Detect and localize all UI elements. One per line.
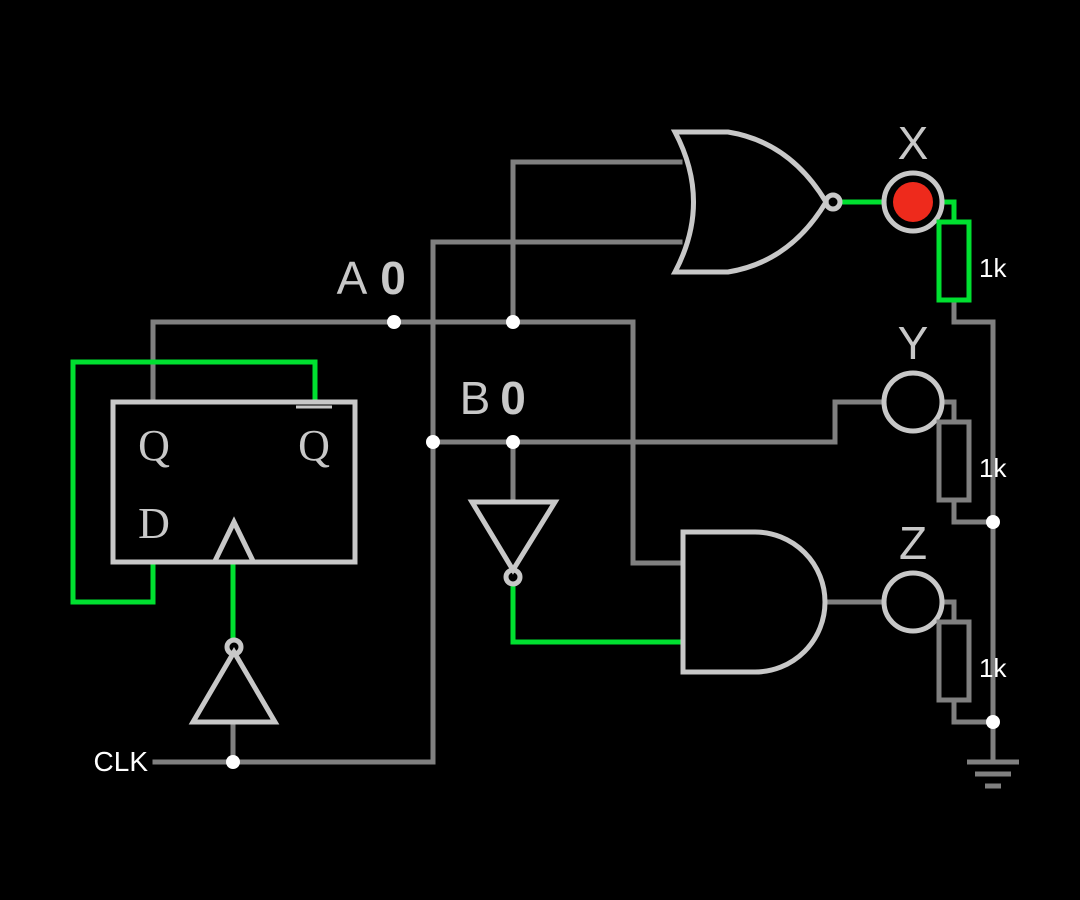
flipflop-body — [110, 399, 358, 565]
probe-b-name: B — [460, 372, 491, 424]
node-rail-r3 — [986, 715, 1000, 729]
and-gate[interactable] — [680, 529, 828, 675]
node-clk-not — [226, 755, 240, 769]
z-to-r3-wire — [939, 599, 957, 623]
nor-body — [670, 129, 829, 275]
led-y-label: Y — [898, 317, 929, 369]
clk-not-triangle — [188, 647, 280, 725]
low-wires — [150, 159, 996, 765]
nor-gate[interactable] — [670, 129, 843, 275]
probe-b[interactable]: B 0 — [460, 372, 526, 424]
resistor-r1-body — [936, 219, 972, 303]
y-to-r2-wire — [939, 399, 957, 423]
b-not-triangle — [467, 499, 560, 575]
node-clk-b — [426, 435, 440, 449]
resistor-r2-label: 1k — [979, 453, 1007, 483]
ground-symbol — [967, 759, 1019, 789]
led-x-light — [893, 182, 933, 222]
clk-not-gate[interactable] — [188, 637, 280, 725]
resistor-r1[interactable]: 1k — [936, 219, 1007, 303]
clock-edge-triangle — [212, 516, 256, 563]
resistor-r1-label: 1k — [979, 253, 1007, 283]
x-to-r1-wire — [939, 199, 957, 223]
high-wires — [70, 199, 957, 645]
clk-wire — [152, 239, 683, 765]
resistor-r2[interactable]: 1k — [936, 419, 1007, 503]
flipflop-q-label: Q — [138, 421, 170, 470]
resistor-r3[interactable]: 1k — [936, 619, 1007, 703]
resistor-r2-body — [936, 419, 972, 503]
led-x-ring — [881, 170, 945, 234]
led-z-ring — [881, 570, 945, 634]
q-output-wire — [150, 319, 685, 566]
led-x-label: X — [898, 117, 929, 169]
b-not-gate[interactable] — [467, 499, 560, 587]
led-z[interactable]: Z — [881, 517, 945, 634]
node-a-probe — [387, 315, 401, 329]
r3-lower-wire — [951, 699, 996, 725]
clk-input-label[interactable]: CLK — [94, 746, 149, 777]
r2-lower-wire — [951, 499, 996, 525]
junction-nodes — [226, 315, 1000, 769]
probe-b-value: 0 — [500, 372, 526, 424]
probe-a-value: 0 — [380, 252, 406, 304]
and-body — [680, 529, 828, 675]
node-a-branch — [506, 315, 520, 329]
probe-a[interactable]: A 0 — [337, 252, 406, 304]
resistor-r3-body — [936, 619, 972, 703]
d-feedback-wire — [70, 359, 318, 605]
d-flipflop: Q Q D — [110, 399, 358, 565]
probe-a-name: A — [337, 252, 368, 304]
led-y[interactable]: Y — [881, 317, 945, 434]
b-not-bubble — [503, 567, 523, 587]
flipflop-d-label: D — [138, 499, 170, 548]
node-b-probe — [506, 435, 520, 449]
led-y-ring — [881, 370, 945, 434]
not-b-output-wire — [510, 582, 685, 645]
nor-top-input-wire — [510, 159, 683, 325]
clk-not-bubble — [224, 637, 244, 657]
r1-lower-wire — [951, 299, 996, 765]
b-line-wire — [430, 399, 887, 445]
resistor-r3-label: 1k — [979, 653, 1007, 683]
node-rail-r2 — [986, 515, 1000, 529]
led-z-label: Z — [899, 517, 927, 569]
nor-bubble — [823, 192, 843, 212]
flipflop-qbar-label: Q — [298, 421, 330, 470]
led-x[interactable]: X — [881, 117, 945, 234]
